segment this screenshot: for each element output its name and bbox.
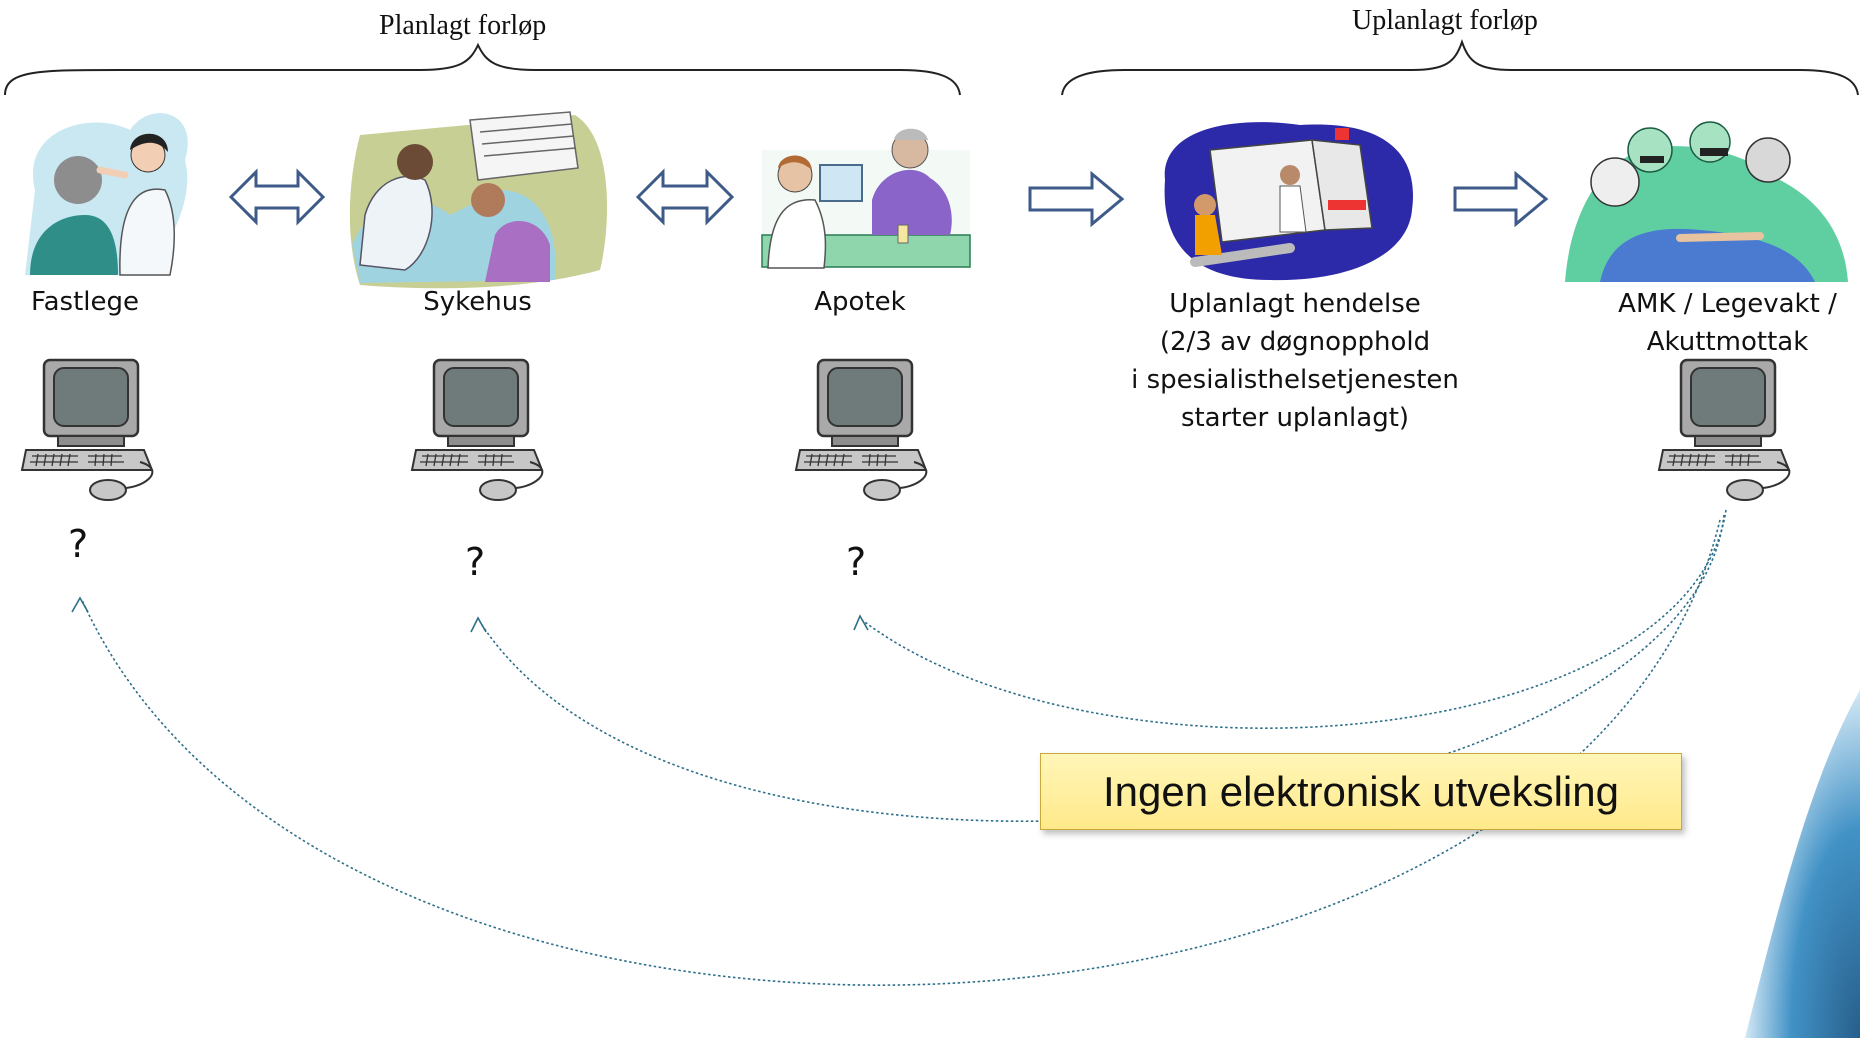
arrow-uplanlagt-amk [1453,170,1549,228]
unplanned-title: Uplanlagt forløp [1352,5,1538,36]
planned-title: Planlagt forløp [379,10,547,41]
link-amk-fastlege [81,519,1721,986]
double-arrow-sykehus-apotek [635,168,735,226]
brace-planned [4,42,961,96]
pharmacy-clipart [761,128,971,269]
brace-unplanned [1061,38,1859,96]
question-mark-fastlege: ? [68,522,89,566]
corner-accent [1745,690,1860,1038]
uplanlagt-line-1: Uplanlagt hendelse [1169,289,1421,319]
node-label-sykehus: Sykehus [423,287,532,317]
ambulance-clipart [1164,122,1414,281]
node-label-fastlege: Fastlege [31,287,139,317]
node-label-amk: AMK / Legevakt / Akuttmottak [1595,285,1860,361]
no-exchange-callout: Ingen elektronisk utveksling [1040,753,1682,830]
computer-icon [1655,358,1795,513]
question-mark-apotek: ? [846,540,867,584]
arrowhead-fastlege [71,596,89,613]
computer-icon [18,358,158,513]
question-mark-sykehus: ? [465,540,486,584]
double-arrow-fastlege-sykehus [228,168,326,226]
hospital-care-clipart [349,111,608,289]
uplanlagt-line-4: starter uplanlagt) [1180,403,1410,433]
arrowhead-apotek [853,614,869,631]
computer-icon [408,358,548,513]
uplanlagt-line-2: (2/3 av døgnopphold [1159,327,1431,357]
amk-line-1: AMK / Legevakt / [1618,289,1837,319]
node-label-uplanlagt: Uplanlagt hendelse (2/3 av døgnopphold i… [1105,285,1485,437]
arrowhead-sykehus [470,616,487,633]
link-amk-apotek [861,509,1727,729]
computer-icon [792,358,932,513]
surgery-team-clipart [1565,121,1848,282]
arrow-apotek-uplanlagt [1028,170,1125,228]
node-label-apotek: Apotek [814,287,906,317]
doctor-patient-clipart [25,113,188,276]
uplanlagt-line-3: i spesialisthelsetjenesten [1131,365,1459,395]
amk-line-2: Akuttmottak [1646,327,1809,357]
